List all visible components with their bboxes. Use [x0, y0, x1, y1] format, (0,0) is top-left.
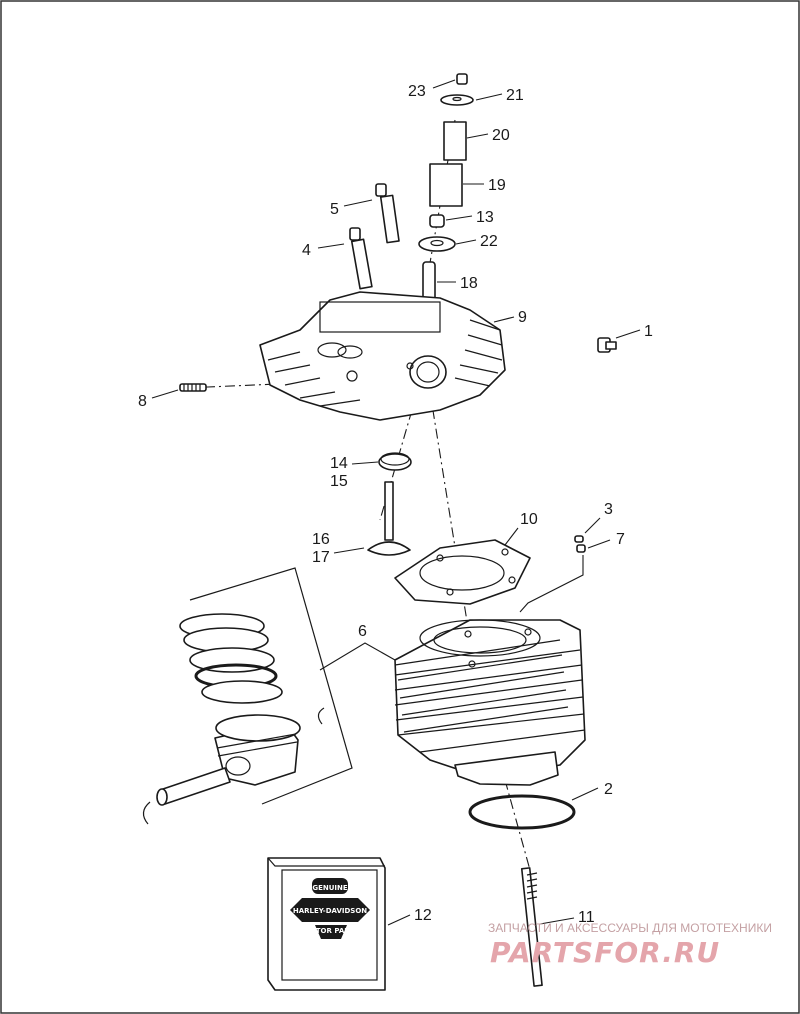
cylinder-stud-part — [520, 867, 543, 987]
logo-line-motor-parts: MOTOR PARTS — [303, 927, 359, 935]
callout-2: 2 — [604, 781, 613, 798]
genuine-parts-box: GENUINE HARLEY-DAVIDSON MOTOR PARTS — [267, 857, 386, 991]
head-gasket-part — [394, 539, 531, 605]
piston-pin-part — [156, 767, 231, 806]
rocker-shaft-part-b — [349, 227, 373, 290]
valve-part — [367, 481, 411, 556]
callout-7: 7 — [616, 531, 625, 548]
piston-pin-clip-part — [142, 707, 325, 825]
valve-guide-part — [422, 261, 436, 301]
callout-18: 18 — [460, 275, 478, 292]
outer-valve-spring-part — [429, 163, 463, 207]
callout-15: 15 — [330, 473, 348, 490]
inner-valve-spring-part — [443, 121, 467, 161]
callout-14: 14 — [330, 455, 348, 472]
callout-13: 13 — [476, 209, 494, 226]
mounting-bolt-part — [597, 337, 617, 353]
cylinder-part — [394, 619, 586, 786]
callout-10: 10 — [520, 511, 538, 528]
valve-keeper-part — [456, 73, 468, 85]
o-ring-part — [468, 794, 576, 830]
logo-line-genuine: GENUINE — [312, 884, 348, 892]
valve-seat-part — [378, 452, 412, 471]
dowel-pin-part — [574, 535, 586, 553]
head-stud-part — [179, 383, 207, 392]
callout-19: 19 — [488, 177, 506, 194]
spring-seat-washer-part — [418, 236, 456, 252]
callout-21: 21 — [506, 87, 524, 104]
valve-stem-seal-part — [429, 214, 445, 228]
callout-11: 11 — [578, 909, 595, 926]
logo-line-brand: HARLEY-DAVIDSON — [293, 907, 367, 915]
callout-12: 12 — [414, 907, 432, 924]
callout-1: 1 — [644, 323, 653, 340]
piston-part — [214, 714, 301, 786]
callout-labels: 23 21 20 19 5 13 22 4 18 9 1 8 14 15 16 … — [138, 83, 653, 926]
callout-6: 6 — [358, 623, 367, 640]
cylinder-head-part — [259, 291, 506, 421]
site-watermark: ЗАПЧАСТИ И АКСЕССУАРЫ ДЛЯ МОТОТЕХНИКИ PA… — [488, 921, 772, 969]
rocker-shaft-part — [375, 183, 400, 244]
callout-16: 16 — [312, 531, 330, 548]
callout-22: 22 — [480, 233, 498, 250]
callout-4: 4 — [302, 242, 311, 259]
callout-5: 5 — [330, 201, 339, 218]
callout-8: 8 — [138, 393, 147, 410]
leader-lines — [151, 79, 641, 926]
watermark-tagline: ЗАПЧАСТИ И АКСЕССУАРЫ ДЛЯ МОТОТЕХНИКИ — [488, 921, 772, 935]
callout-9: 9 — [518, 309, 527, 326]
piston-rings-part — [179, 613, 283, 704]
callout-17: 17 — [312, 549, 330, 566]
watermark-brand: PARTSFOR.RU — [490, 936, 720, 969]
callout-3: 3 — [604, 501, 613, 518]
callout-20: 20 — [492, 127, 510, 144]
valve-spring-cap-part — [440, 94, 474, 106]
callout-23: 23 — [408, 83, 426, 100]
